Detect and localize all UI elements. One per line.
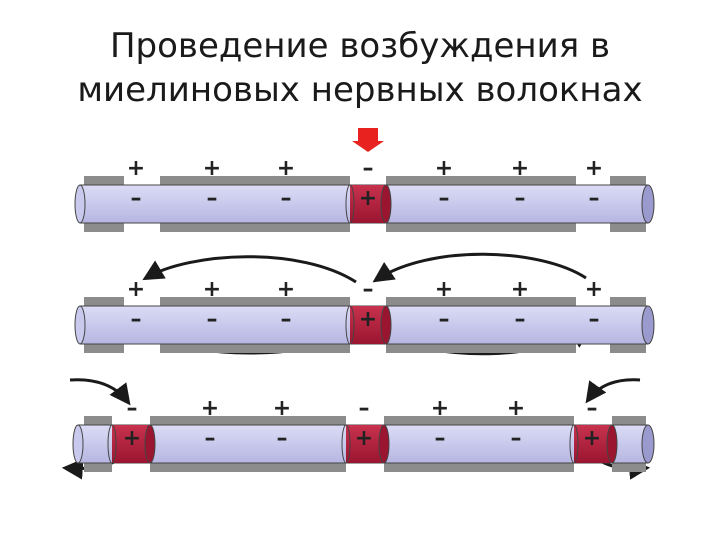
top-sign: +: [585, 277, 603, 302]
bottom-sign: +: [123, 426, 141, 451]
bottom-sign: +: [355, 426, 373, 451]
bottom-sign: –: [205, 426, 216, 451]
top-sign: –: [127, 396, 138, 421]
current-arrow: [70, 380, 128, 402]
top-sign: +: [435, 156, 453, 181]
top-sign: +: [203, 277, 221, 302]
top-sign: +: [511, 277, 529, 302]
fiber-row-2: + + + – + + + – – – + – – –: [75, 254, 654, 354]
bottom-sign: –: [207, 307, 218, 332]
bottom-sign: +: [583, 426, 601, 451]
bottom-sign: –: [439, 186, 450, 211]
axon-left-end: [73, 425, 83, 463]
stimulus-arrow-icon: [352, 128, 384, 152]
axon-right-end: [642, 306, 654, 344]
axon-left-end: [75, 306, 85, 344]
top-sign: +: [511, 156, 529, 181]
top-sign: –: [587, 396, 598, 421]
bottom-sign: –: [131, 307, 142, 332]
top-sign: –: [363, 156, 374, 181]
bottom-sign: –: [281, 307, 292, 332]
bottom-sign: –: [277, 426, 288, 451]
bottom-sign: –: [281, 186, 292, 211]
bottom-sign: –: [589, 307, 600, 332]
bottom-sign: –: [207, 186, 218, 211]
axon-right-end: [642, 425, 654, 463]
axon-right-end: [642, 185, 654, 223]
bottom-sign: –: [439, 307, 450, 332]
fiber-row-3: – + + – + + – + – – + – – +: [66, 380, 654, 472]
current-arrow: [146, 257, 356, 282]
top-sign: +: [127, 156, 145, 181]
bottom-sign: –: [511, 426, 522, 451]
top-sign: +: [277, 277, 295, 302]
top-sign: +: [127, 277, 145, 302]
bottom-sign: –: [131, 186, 142, 211]
bottom-sign: +: [359, 307, 377, 332]
bottom-sign: –: [515, 307, 526, 332]
bottom-sign: –: [589, 186, 600, 211]
top-sign: –: [363, 277, 374, 302]
bottom-sign: –: [515, 186, 526, 211]
top-sign: +: [507, 396, 525, 421]
current-arrow: [376, 254, 586, 280]
fiber-row-1: + + + – + + + – – – + – – –: [75, 156, 654, 232]
bottom-sign: +: [359, 186, 377, 211]
axon-left-end: [75, 185, 85, 223]
top-sign: +: [201, 396, 219, 421]
bottom-sign: –: [435, 426, 446, 451]
top-sign: +: [203, 156, 221, 181]
top-sign: +: [585, 156, 603, 181]
top-sign: +: [273, 396, 291, 421]
top-sign: –: [359, 396, 370, 421]
top-sign: +: [277, 156, 295, 181]
top-sign: +: [431, 396, 449, 421]
top-sign: +: [435, 277, 453, 302]
